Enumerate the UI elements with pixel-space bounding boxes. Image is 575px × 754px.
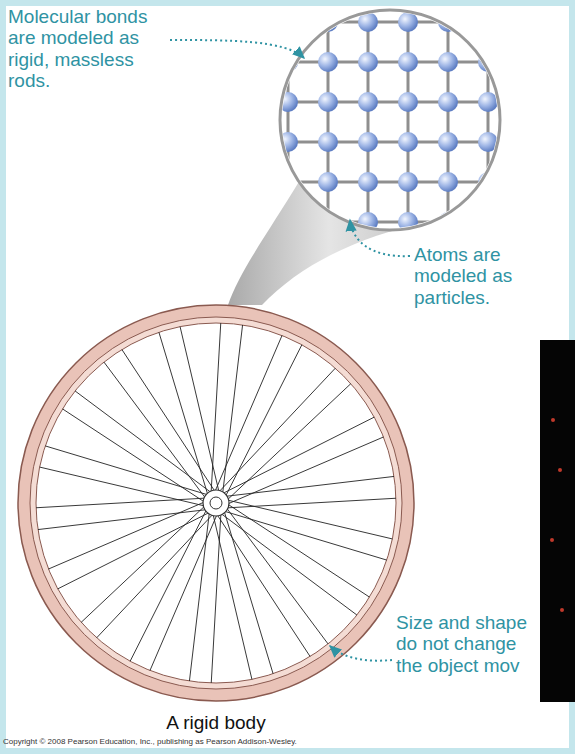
bond-rod — [487, 22, 490, 62]
atom — [398, 172, 418, 192]
spoke — [226, 384, 351, 502]
spoke — [225, 500, 392, 539]
magnifier-disc — [280, 10, 500, 230]
atom — [438, 172, 458, 192]
spoke — [122, 350, 216, 493]
spoke — [36, 498, 207, 508]
atom — [398, 92, 418, 112]
bond-rod — [288, 21, 328, 24]
spoke — [49, 501, 207, 569]
bond-rod — [448, 21, 488, 24]
bond-rod — [287, 22, 290, 62]
atom — [358, 92, 378, 112]
atom — [478, 212, 498, 232]
spoke — [222, 325, 242, 495]
spokes — [36, 323, 396, 683]
bond-rod — [287, 182, 290, 222]
photo-dots — [550, 418, 564, 612]
leader-line — [350, 220, 410, 256]
atom — [318, 92, 338, 112]
spoke — [226, 437, 384, 505]
spoke — [150, 513, 218, 671]
spoke — [211, 512, 221, 683]
spoke — [213, 512, 252, 679]
spoke — [214, 336, 282, 494]
spoke — [189, 511, 209, 681]
atom — [438, 132, 458, 152]
atom — [398, 132, 418, 152]
spoke — [221, 417, 374, 494]
leader-line — [170, 40, 304, 58]
atom — [438, 52, 458, 72]
atom — [318, 132, 338, 152]
rim-outer — [30, 317, 402, 689]
spoke — [58, 512, 211, 589]
spoke — [63, 409, 206, 503]
magnifier-ring — [280, 10, 500, 230]
atom — [318, 52, 338, 72]
spoke — [216, 513, 310, 656]
atom — [438, 92, 458, 112]
spoke — [225, 498, 396, 508]
spoke — [45, 446, 209, 495]
atom — [398, 12, 418, 32]
atom — [358, 172, 378, 192]
callout-text: Molecular bonds are modeled as rigid, ma… — [8, 6, 168, 91]
hub — [203, 490, 229, 516]
spoke — [75, 391, 212, 494]
atom — [358, 132, 378, 152]
atom — [278, 212, 298, 232]
atom — [278, 12, 298, 32]
spoke — [226, 503, 369, 597]
atom — [478, 92, 498, 112]
hub-axle — [210, 497, 222, 509]
spoke — [211, 323, 221, 494]
spoke — [180, 327, 219, 494]
bond-rod — [288, 221, 328, 224]
white-panel — [6, 6, 569, 748]
copyright-note: Copyright © 2008 Pearson Education, Inc.… — [3, 738, 297, 747]
atom — [478, 12, 498, 32]
callout-text: Size and shape do not change the object … — [396, 612, 538, 676]
figure-caption: A rigid body — [116, 712, 316, 733]
spoke — [81, 505, 206, 623]
rim-inner — [36, 323, 396, 683]
spoke — [225, 345, 302, 498]
spoke — [219, 512, 356, 615]
leader-line — [330, 646, 392, 661]
atom — [318, 172, 338, 192]
dark-photo-edge — [540, 340, 575, 702]
bond-rod — [448, 221, 488, 224]
bond-rod — [487, 182, 490, 222]
callout-text: Atoms are modeled as particles. — [414, 244, 539, 308]
tire — [18, 305, 414, 701]
atom — [398, 52, 418, 72]
spoke — [130, 508, 207, 661]
atom — [358, 52, 378, 72]
